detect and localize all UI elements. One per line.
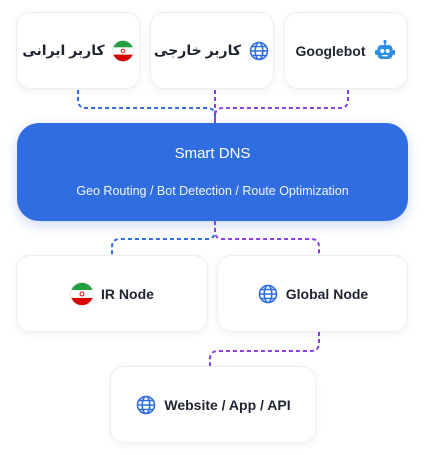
smart-dns-subtitle: Geo Routing / Bot Detection / Route Opti… (76, 184, 349, 198)
route-dns-to-global-node (214, 221, 320, 255)
source-googlebot-label: Googlebot (295, 42, 366, 59)
route-dns-to-ir-node (111, 221, 216, 255)
route-global-node-to-destination (209, 332, 320, 366)
globe-icon (135, 394, 157, 416)
route-iran-user-to-dns (77, 90, 216, 123)
route-googlebot-to-dns (214, 90, 349, 123)
ir-node-label: IR Node (101, 285, 154, 302)
destination-label: Website / App / API (164, 396, 291, 413)
robot-icon (373, 39, 397, 63)
globe-icon (257, 283, 279, 305)
iran-flag-icon (111, 39, 134, 62)
source-iranian-user: کاربر ایرانی (16, 12, 140, 89)
source-iranian-user-label: کاربر ایرانی (22, 42, 105, 58)
source-foreign-user-label: کاربر خارجی (154, 42, 241, 58)
smart-dns-title: Smart DNS (174, 145, 251, 162)
smart-dns-box: Smart DNS Geo Routing / Bot Detection / … (17, 123, 408, 221)
source-googlebot: Googlebot (284, 12, 408, 89)
destination-box: Website / App / API (110, 366, 316, 443)
global-node-label: Global Node (285, 285, 369, 302)
global-node: Global Node (217, 255, 408, 332)
ir-node: IR Node (16, 255, 208, 332)
iran-flag-icon (70, 281, 94, 306)
source-foreign-user: کاربر خارجی (150, 12, 274, 89)
globe-icon (248, 40, 270, 62)
